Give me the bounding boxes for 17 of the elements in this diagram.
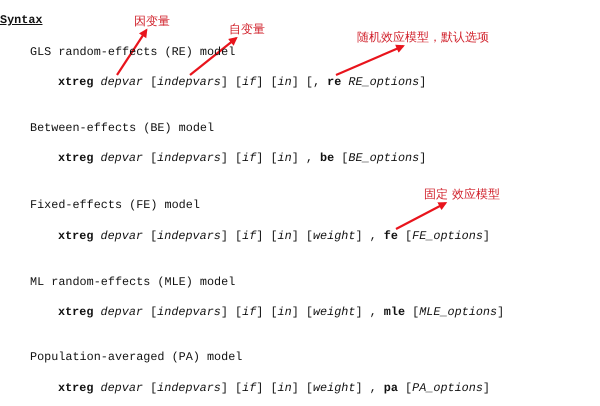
syntax-line: xtreg depvar [indepvars] [if] [in] [weight] , mle [MLE_options]: [58, 305, 504, 319]
model-heading: Fixed-effects (FE) model: [30, 198, 200, 212]
callout-text: 因变量: [134, 14, 170, 29]
syntax-line: xtreg depvar [indepvars] [if] [in] [, re RE_options]: [58, 75, 426, 89]
syntax-line: xtreg depvar [indepvars] [if] [in] [weight] , fe [FE_options]: [58, 229, 490, 243]
arrow: [395, 202, 448, 230]
syntax-line: xtreg depvar [indepvars] [if] [in] [weight] , pa [PA_options]: [58, 381, 490, 395]
arrow: [336, 44, 405, 76]
model-heading: ML random-effects (MLE) model: [30, 275, 236, 289]
callout-text: 随机效应模型，默认选项: [357, 30, 489, 45]
arrow: [116, 28, 148, 76]
section-heading: Syntax: [0, 13, 42, 27]
callout-text: 自变量: [229, 22, 265, 37]
callout-text: 固定 效应模型: [424, 187, 500, 202]
syntax-line: xtreg depvar [indepvars] [if] [in] , be [BE_options]: [58, 151, 426, 165]
model-heading: Between-effects (BE) model: [30, 121, 214, 135]
model-heading: Population-averaged (PA) model: [30, 350, 242, 364]
